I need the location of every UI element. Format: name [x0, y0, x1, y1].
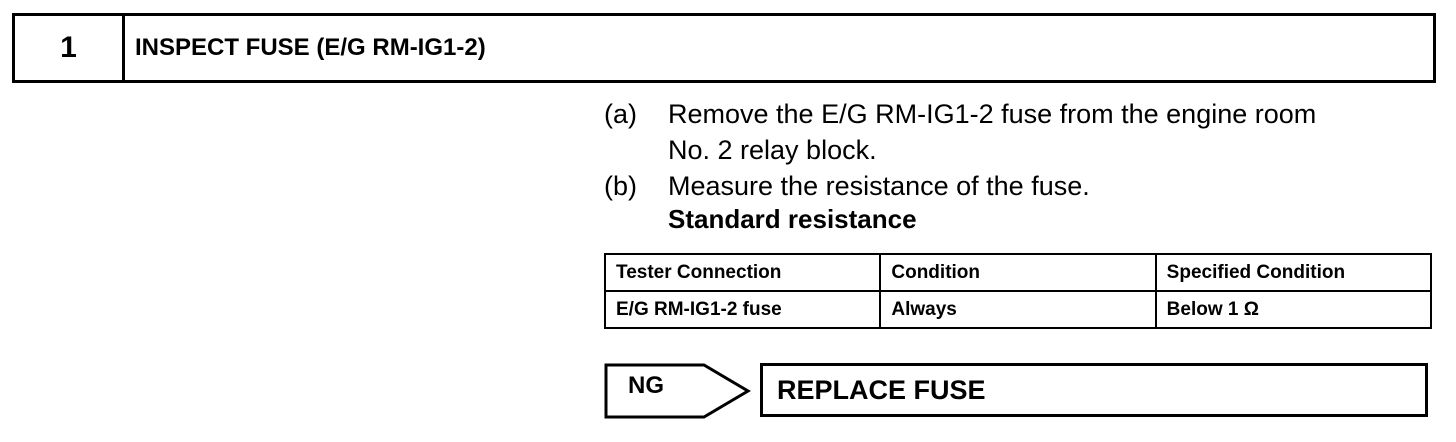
step-number: 1	[15, 16, 125, 80]
instruction-text: Remove the E/G RM-IG1-2 fuse from the en…	[668, 99, 1317, 129]
table-cell: Below 1 Ω	[1154, 290, 1433, 329]
instruction-text: Measure the resistance of the fuse.	[668, 171, 1090, 201]
instruction-label: (b)	[604, 171, 637, 201]
instruction-label: (a)	[604, 99, 637, 129]
spec-table: Tester Connection Condition Specified Co…	[603, 253, 1433, 329]
standard-resistance-heading: Standard resistance	[668, 204, 917, 234]
ng-label: NG	[628, 372, 664, 399]
instruction-text-cont: No. 2 relay block.	[668, 135, 877, 165]
table-header-row: Tester Connection Condition Specified Co…	[603, 253, 1433, 292]
table-row: E/G RM-IG1-2 fuse Always Below 1 Ω	[603, 290, 1433, 329]
table-cell: Always	[879, 290, 1157, 329]
ng-arrow-icon	[604, 363, 751, 419]
table-header-cell: Condition	[879, 253, 1157, 292]
table-header-cell: Specified Condition	[1154, 253, 1433, 292]
table-cell: E/G RM-IG1-2 fuse	[603, 290, 882, 329]
step-title: INSPECT FUSE (E/G RM-IG1-2)	[135, 34, 486, 61]
table-header-cell: Tester Connection	[603, 253, 882, 292]
step-header: 1 INSPECT FUSE (E/G RM-IG1-2)	[12, 13, 1436, 83]
replace-fuse-action: REPLACE FUSE	[760, 363, 1428, 417]
